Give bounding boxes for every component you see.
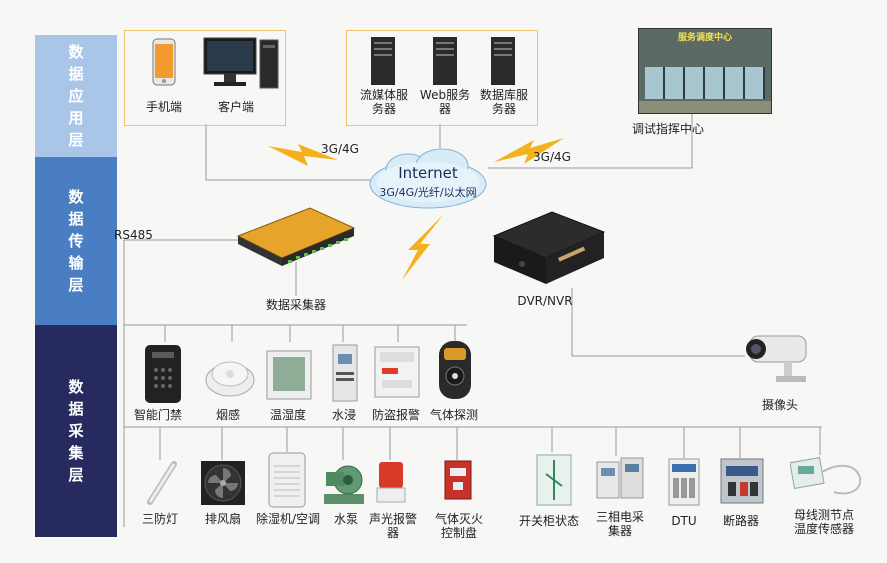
- layer-collection: 数据采集层: [35, 325, 117, 537]
- stream-server-label: 流媒体服 务器: [359, 88, 408, 116]
- camera-icon: [746, 335, 807, 382]
- dehumidifier-icon: [268, 452, 306, 508]
- internet-title: Internet: [398, 164, 458, 182]
- water-leak-sensor-icon: [332, 344, 358, 402]
- sensor-label-alarm: 防盗报警: [371, 408, 420, 422]
- lightning-center-icon: [402, 214, 444, 280]
- console-desk: [639, 101, 771, 113]
- device-label-gas-panel: 气体灭火 控制盘: [434, 512, 483, 540]
- client-box: [124, 30, 286, 126]
- client-label: 客户端: [217, 100, 254, 114]
- access-control-icon: [145, 345, 181, 403]
- command-center-screen-title: 服务调度中心: [677, 33, 732, 43]
- device-label-sound-alarm: 声光报警 器: [368, 512, 417, 540]
- internet-cloud-icon: [369, 148, 487, 209]
- layer-collection-label: 数据采集层: [68, 378, 84, 484]
- sensor-label-gas: 气体探测: [429, 408, 478, 422]
- database-server-icon: [491, 37, 515, 85]
- layer-transmission: 数据传输层: [35, 157, 117, 325]
- three-phase-meter-icon: [596, 457, 644, 499]
- gas-detector-icon: [439, 341, 471, 399]
- sensor-label-temp: 温湿度: [269, 408, 306, 422]
- camera-label: 摄像头: [761, 398, 798, 412]
- device-label-breaker: 断路器: [722, 514, 759, 528]
- gas-extinguish-panel-icon: [444, 460, 472, 500]
- device-label-busbar: 母线测节点 温度传感器: [793, 508, 854, 536]
- burglar-alarm-icon: [374, 346, 420, 398]
- device-label-meter: 三相电采 集器: [595, 510, 644, 538]
- device-label-dtu: DTU: [671, 514, 697, 528]
- temp-humidity-sensor-icon: [266, 350, 312, 400]
- server-box: [346, 30, 538, 126]
- device-label-switchgear: 开关柜状态: [518, 514, 579, 528]
- smoke-detector-icon: [205, 361, 255, 397]
- sensor-label-access: 智能门禁: [133, 408, 182, 422]
- link-left-label: 3G/4G: [321, 142, 359, 156]
- web-server-label: Web服务 器: [419, 88, 471, 116]
- circuit-breaker-icon: [720, 458, 764, 504]
- db-server-label: 数据库服 务器: [479, 88, 528, 116]
- video-wall: [645, 67, 765, 99]
- sensor-label-water: 水浸: [331, 408, 356, 422]
- water-pump-icon: [324, 465, 364, 504]
- switchgear-status-icon: [536, 454, 572, 506]
- collector-label: 数据采集器: [265, 298, 326, 312]
- explosion-proof-lamp-icon: [147, 461, 177, 505]
- dtu-icon: [668, 458, 700, 506]
- dvr-label: DVR/NVR: [517, 294, 573, 308]
- data-collector-icon: [236, 207, 356, 266]
- device-label-lamp: 三防灯: [141, 512, 178, 526]
- lightning-left-icon: [268, 144, 338, 166]
- command-center-label: 调试指挥中心: [631, 122, 704, 136]
- device-label-fan: 排风扇: [204, 512, 241, 526]
- lightning-right-icon: [494, 138, 564, 164]
- web-server-icon: [433, 37, 457, 85]
- layer-application-label: 数据应用层: [68, 43, 84, 149]
- rs485-label: RS485: [114, 228, 153, 242]
- sound-light-alarm-icon: [376, 462, 406, 503]
- desktop-computer-icon: [203, 37, 279, 89]
- phone-icon: [152, 38, 176, 86]
- layer-transmission-label: 数据传输层: [68, 188, 84, 294]
- command-center-photo: 服务调度中心: [638, 28, 772, 114]
- device-label-dehumidifier: 除湿机/空调: [255, 512, 321, 526]
- sensor-label-smoke: 烟感: [215, 408, 240, 422]
- stream-server-icon: [371, 37, 395, 85]
- device-label-pump: 水泵: [333, 512, 358, 526]
- busbar-temp-sensor-icon: [790, 457, 862, 495]
- link-right-label: 3G/4G: [533, 150, 571, 164]
- internet-subtitle: 3G/4G/光纤/以太网: [379, 186, 477, 199]
- dvr-nvr-icon: [492, 211, 606, 284]
- exhaust-fan-icon: [201, 461, 245, 505]
- phone-label: 手机端: [145, 100, 182, 114]
- layer-application: 数据应用层: [35, 35, 117, 157]
